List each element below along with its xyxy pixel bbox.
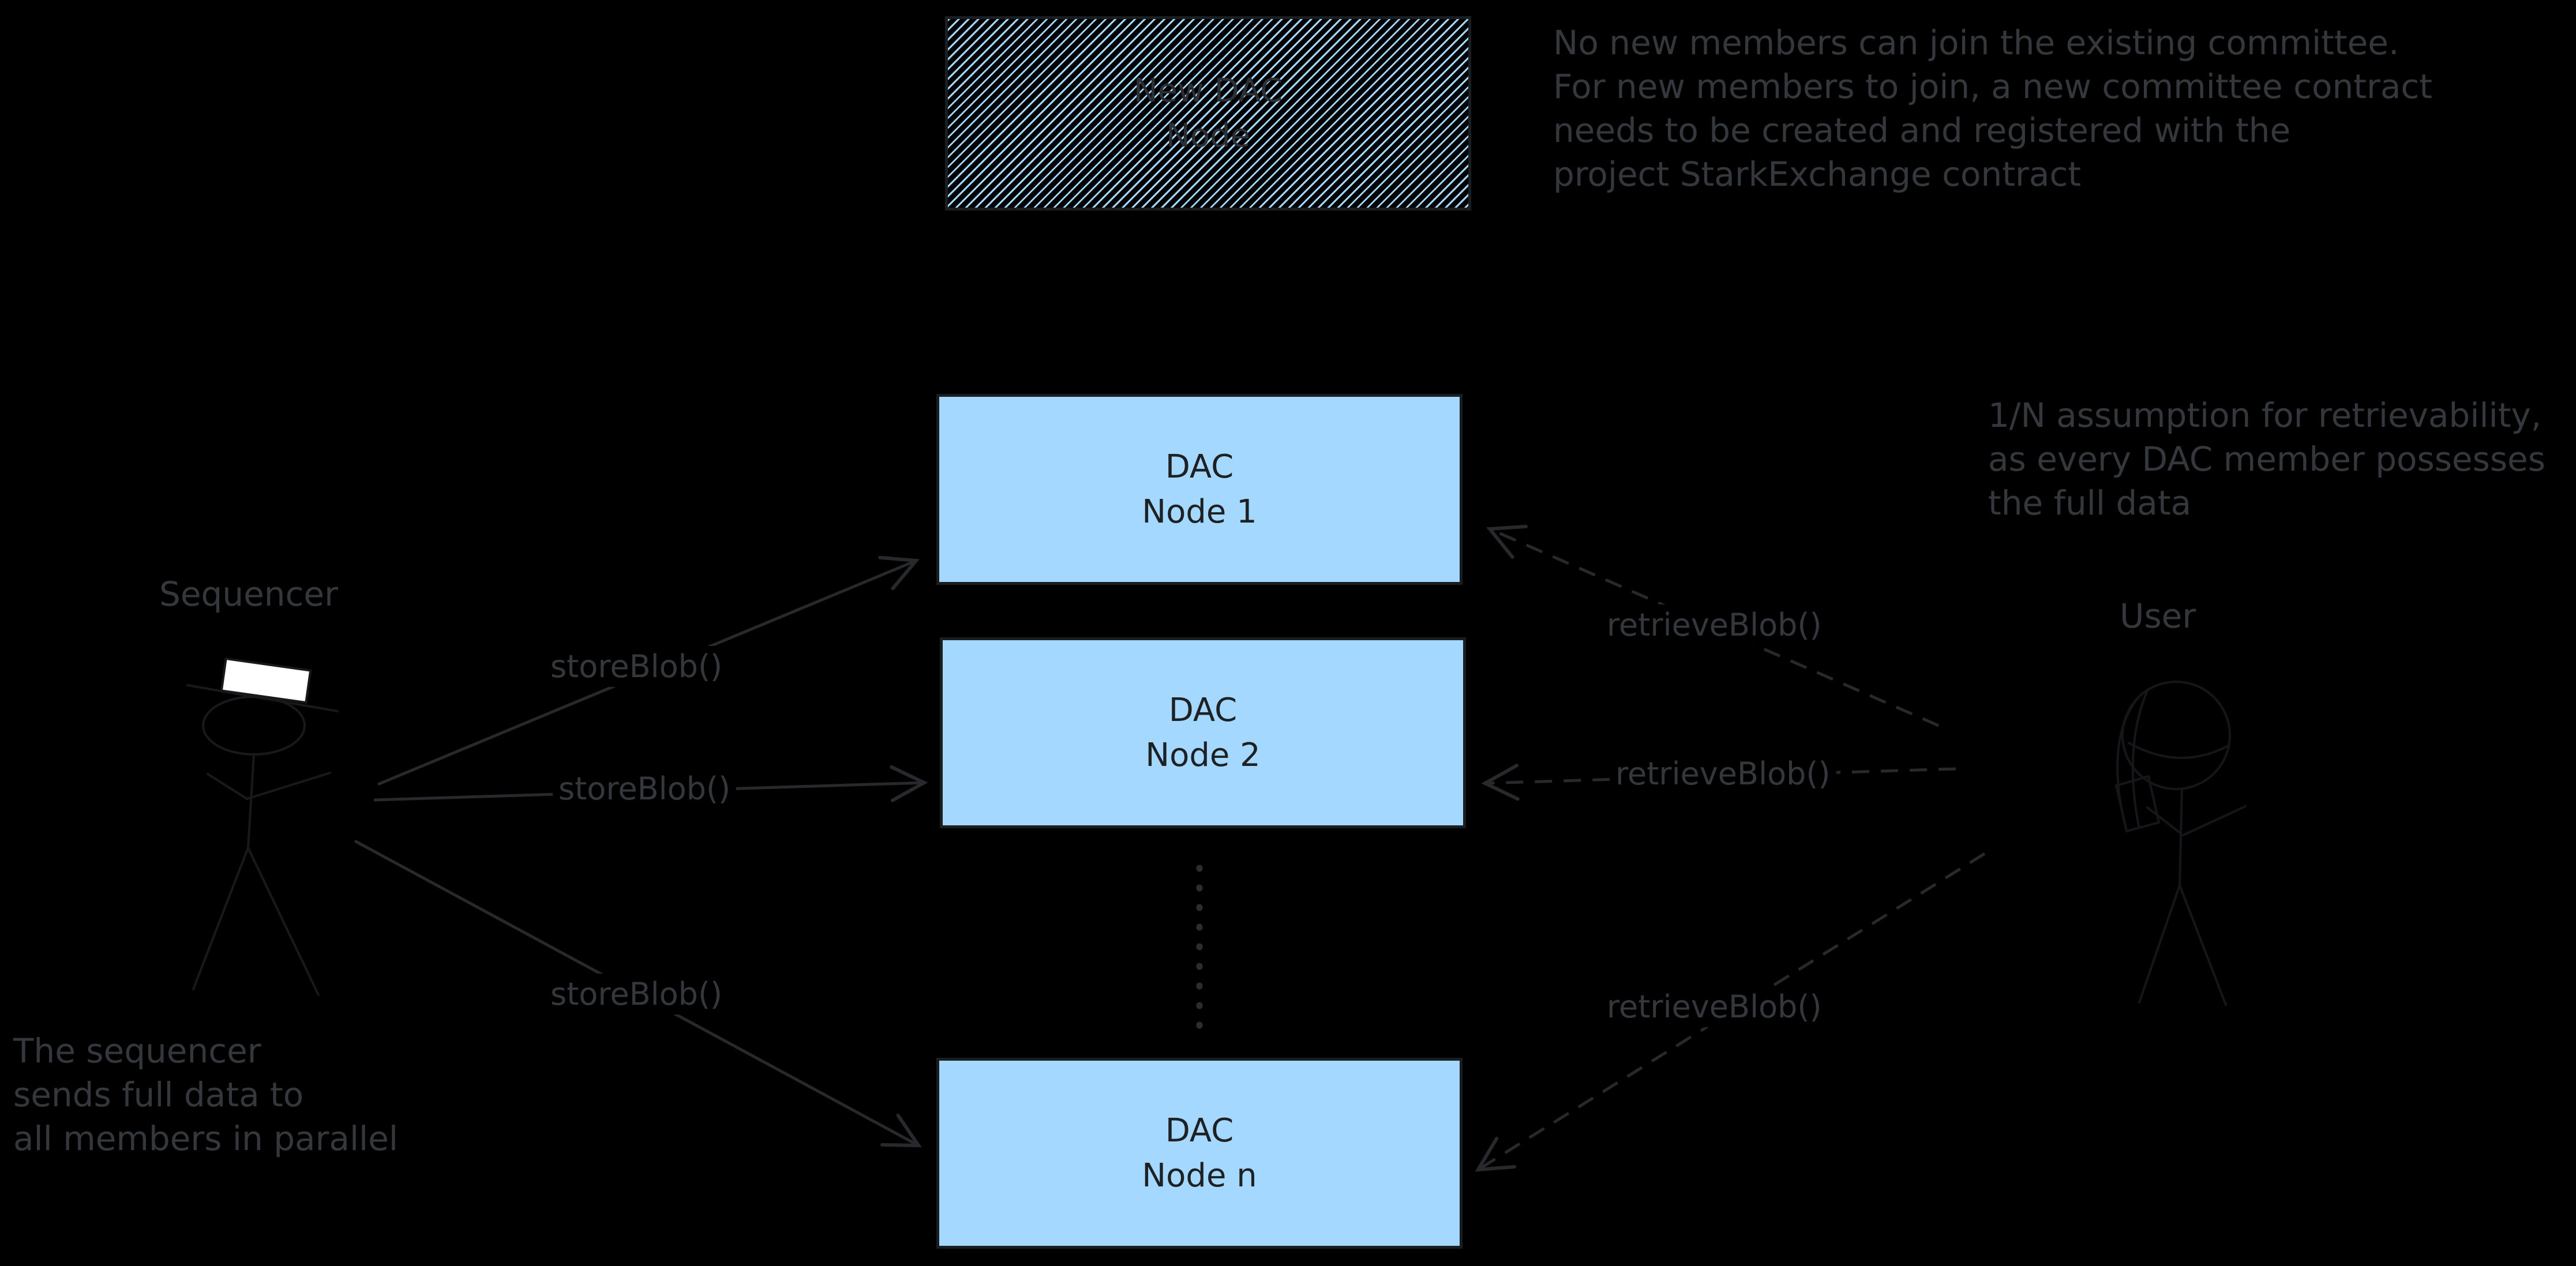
edge-label-storeblob-2: storeBlob()	[553, 768, 737, 809]
edge-label-retrieveblob-3: retrieveBlob()	[1601, 986, 1828, 1027]
sequencer-figure-icon	[186, 657, 339, 996]
edge-label-retrieveblob-1: retrieveBlob()	[1601, 604, 1828, 645]
annotation-line: No new members can join the existing com…	[1553, 23, 2399, 62]
annotation-retrievability-note: 1/N assumption for retrievability, as ev…	[1988, 393, 2545, 525]
annotation-line: all members in parallel	[13, 1119, 398, 1158]
node-dac-n: DAC Node n	[936, 1058, 1463, 1249]
node-dac-n-label-line2: Node n	[1142, 1156, 1257, 1194]
edge-label-storeblob-3: storeBlob()	[545, 974, 729, 1015]
annotation-sequencer-note: The sequencer sends full data to all mem…	[13, 1029, 398, 1160]
node-dac-n-label-line1: DAC	[1165, 1111, 1234, 1149]
annotation-line: the full data	[1988, 483, 2192, 523]
node-dac-1-label-line2: Node 1	[1142, 493, 1257, 531]
node-new-dac-label-line1: New DAC	[1133, 72, 1283, 110]
sequencer-hat	[220, 657, 312, 704]
edge-label-storeblob-1: storeBlob()	[545, 646, 729, 687]
annotation-line: project StarkExchange contract	[1553, 155, 2082, 194]
annotation-line: needs to be created and registered with …	[1553, 111, 2291, 150]
annotation-line: The sequencer	[13, 1031, 261, 1070]
edge-label-retrieveblob-2: retrieveBlob()	[1610, 753, 1836, 794]
user-label: User	[2120, 596, 2196, 636]
annotation-line: 1/N assumption for retrievability,	[1988, 396, 2542, 435]
node-dac-2-label-line1: DAC	[1168, 691, 1238, 729]
annotation-committee-note: No new members can join the existing com…	[1553, 21, 2432, 196]
node-dac-2: DAC Node 2	[940, 637, 1466, 828]
node-new-dac-label-line2: Node	[1165, 117, 1251, 155]
annotation-line: sends full data to	[13, 1075, 304, 1114]
node-dac-2-label-line2: Node 2	[1145, 736, 1261, 774]
node-dac-1-label-line1: DAC	[1165, 448, 1234, 486]
node-new-dac: New DAC Node	[945, 16, 1471, 211]
annotation-line: For new members to join, a new committee…	[1553, 67, 2433, 106]
user-figure-icon	[2114, 681, 2247, 1006]
node-dac-1: DAC Node 1	[936, 394, 1463, 585]
sequencer-label: Sequencer	[159, 574, 338, 614]
annotation-line: as every DAC member possesses	[1988, 439, 2545, 479]
